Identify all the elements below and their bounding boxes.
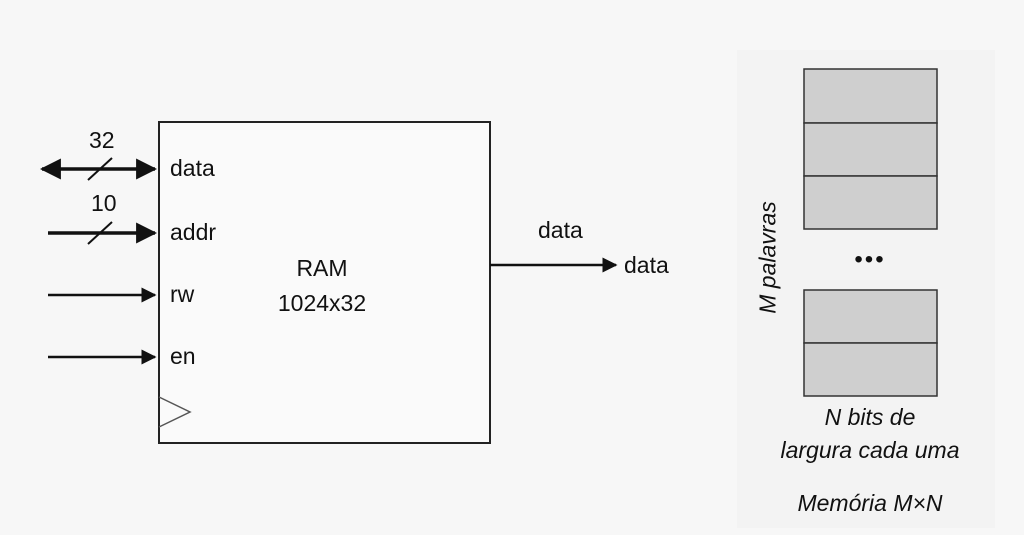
memory-width-label-1: N bits de xyxy=(824,404,916,430)
memory-bottom-stack xyxy=(803,289,938,397)
memory-rows-label: M palavras xyxy=(754,201,781,314)
memory-top-stack xyxy=(803,68,938,230)
memory-width-label-2: largura cada uma xyxy=(780,437,960,463)
ram-name: RAM xyxy=(296,255,348,281)
data-bus-slash xyxy=(87,157,113,181)
ram-size: 1024x32 xyxy=(277,290,367,316)
port-data-in: data xyxy=(170,155,215,181)
port-en: en xyxy=(170,343,196,369)
port-rw: rw xyxy=(170,281,195,307)
ram-block xyxy=(158,121,491,444)
data-out-label: data xyxy=(624,252,669,278)
data-out-wire-label: data xyxy=(538,217,583,243)
port-addr: addr xyxy=(170,219,217,245)
memory-caption: Memória M×N xyxy=(797,490,943,516)
addr-bus-width: 10 xyxy=(91,190,117,216)
ellipsis-icon: ••• xyxy=(854,246,886,273)
clock-triangle xyxy=(158,396,192,428)
data-bus-width: 32 xyxy=(89,127,115,153)
addr-bus-slash xyxy=(87,221,113,245)
